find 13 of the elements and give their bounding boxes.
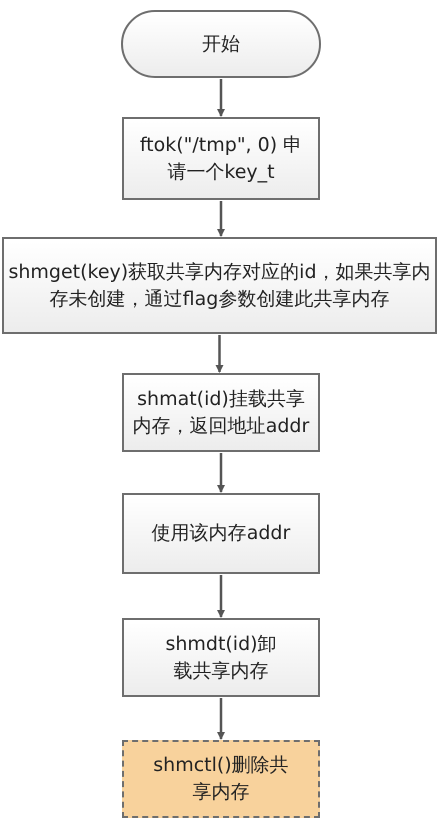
arrow xyxy=(217,201,225,237)
process-box: 使用该内存addr xyxy=(122,493,320,574)
arrow xyxy=(217,453,225,493)
process-box: shmget(key)获取共享内存对应的id，如果共享内存未创建，通过flag参数创建此共享内存 xyxy=(2,237,437,334)
process-box: shmdt(id)卸载共享内存 xyxy=(122,618,320,697)
start-terminal: 开始 xyxy=(121,10,321,78)
arrow xyxy=(217,575,225,618)
arrow xyxy=(217,698,225,740)
arrow xyxy=(216,335,224,373)
arrow xyxy=(217,79,225,117)
process-box: shmat(id)挂载共享内存，返回地址addr xyxy=(122,373,320,452)
process-box: ftok("/tmp", 0) 申请一个key_t xyxy=(122,117,320,200)
process-box: shmctl()删除共享内存 xyxy=(122,740,320,818)
